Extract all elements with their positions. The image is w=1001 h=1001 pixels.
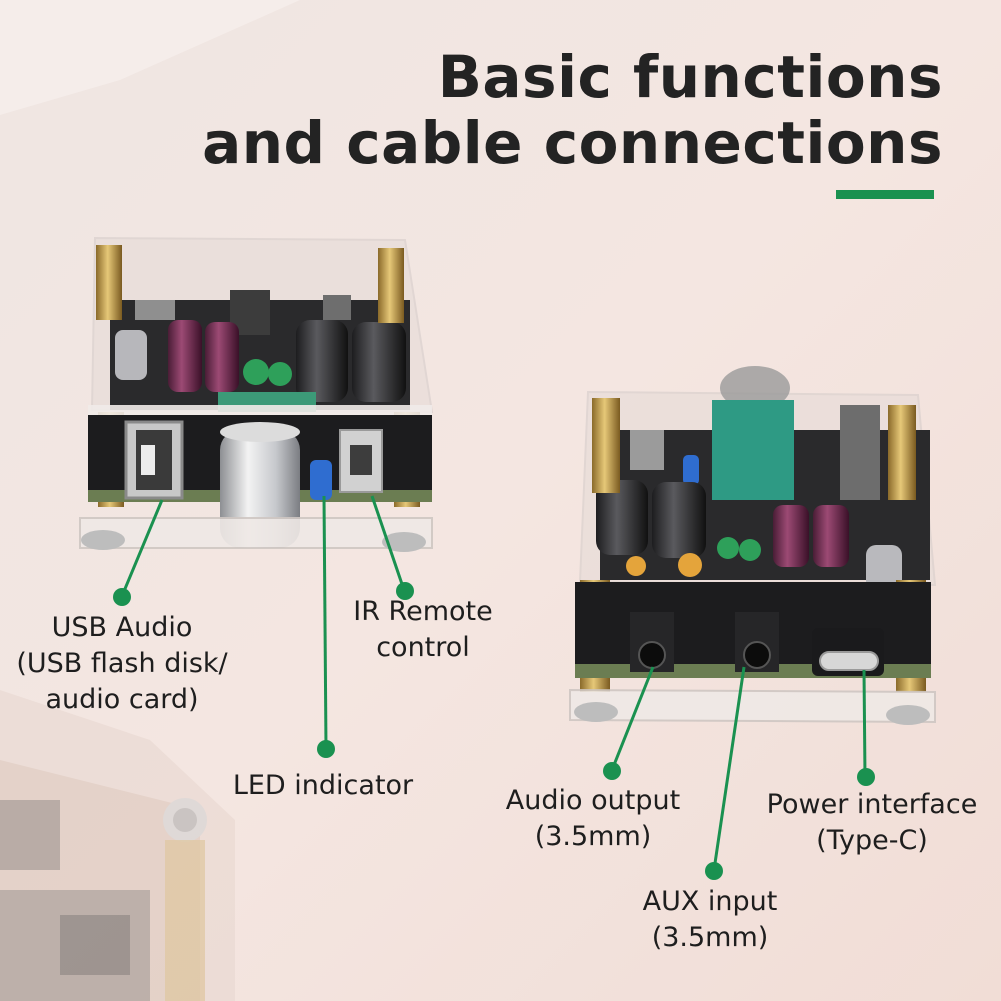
- usb-audio-line: [120, 499, 164, 597]
- led-dot: [317, 740, 335, 758]
- ir-remote-label: IR Remote control: [353, 596, 493, 663]
- callout-dots: [113, 582, 875, 880]
- aux-input-dot: [705, 862, 723, 880]
- power-interface-label: Power interface (Type-C): [766, 789, 978, 856]
- power-dot: [857, 768, 875, 786]
- led-line: [322, 495, 328, 749]
- title-accent-bar: [836, 190, 934, 199]
- usb-audio-dot: [113, 588, 131, 606]
- aux-input-label: AUX input (3.5mm): [642, 886, 778, 953]
- ir-remote-dot: [396, 582, 414, 600]
- left-amplifier-module: [79, 236, 434, 552]
- audio-output-line: [610, 666, 655, 771]
- ir-remote-line: [370, 495, 406, 591]
- title-line-1: Basic functions: [437, 43, 943, 111]
- aux-input-line: [712, 666, 746, 871]
- callout-lines: [120, 495, 867, 871]
- audio-output-dot: [603, 762, 621, 780]
- led-indicator-label: LED indicator: [232, 770, 414, 801]
- blurred-case-bottom-left: [0, 690, 235, 1001]
- background-light-panel: [0, 0, 300, 115]
- usb-audio-label: USB Audio (USB flash disk/ audio card): [16, 612, 228, 715]
- audio-output-label: Audio output (3.5mm): [505, 785, 681, 852]
- right-amplifier-module: [569, 366, 937, 725]
- power-line: [862, 669, 867, 778]
- title-line-2: and cable connections: [202, 109, 943, 177]
- page-title: Basic functions and cable connections: [202, 44, 943, 176]
